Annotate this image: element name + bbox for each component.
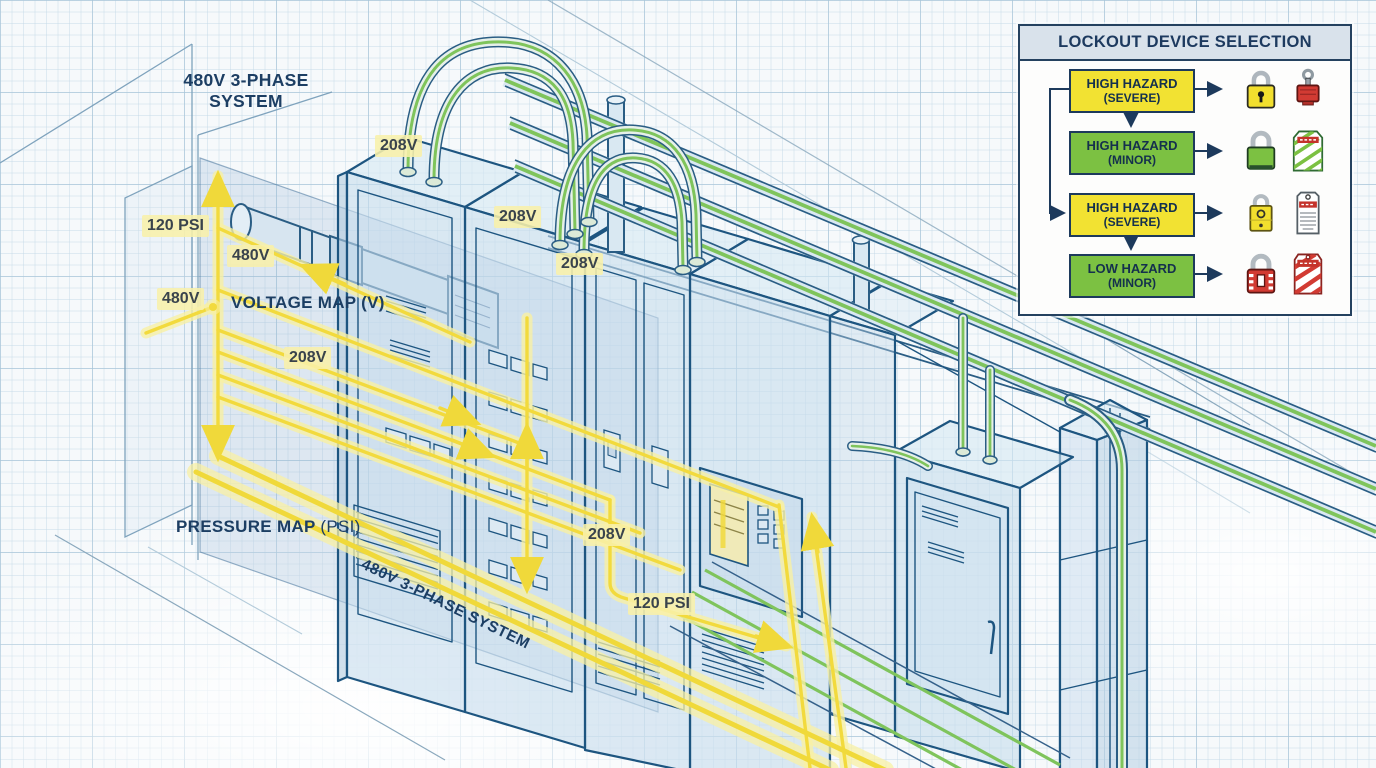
hazard-box-label: LOW HAZARD	[1087, 261, 1177, 276]
green-padlock-icon	[1246, 130, 1276, 170]
label-120psi-left: 120 PSI	[142, 215, 209, 237]
red-striped-tag-icon	[1293, 253, 1323, 295]
pressure-map-title: PRESSURE MAP (PSI)	[176, 517, 361, 537]
system-title-line2: SYSTEM	[209, 91, 283, 111]
label-208v-panel2-mid: 208V	[556, 253, 604, 275]
lockout-panel-body: HIGH HAZARD (SEVERE) HIGH HAZARD (MINOR)…	[1020, 61, 1350, 314]
hazard-box-sublabel: (MINOR)	[1108, 275, 1156, 290]
yellow-padlock-icon	[1246, 70, 1276, 109]
label-208v-panel1-top: 208V	[375, 135, 423, 157]
label-480v-lower: 480V	[157, 288, 205, 310]
label-208v-panel2-top: 208V	[494, 206, 542, 228]
hazard-box-label: HIGH HAZARD	[1086, 200, 1178, 215]
floor-cable-band	[669, 561, 1071, 768]
pressure-map-title-unit: (PSI)	[320, 517, 361, 536]
hazard-box-sublabel: (SEVERE)	[1103, 90, 1161, 105]
red-breaker-lockout-icon	[1296, 68, 1320, 106]
hazard-box-label: HIGH HAZARD	[1086, 138, 1178, 153]
label-208v-lower: 208V	[583, 524, 631, 546]
system-title-line1: 480V 3-PHASE	[183, 70, 309, 90]
cabinet-5	[893, 419, 1075, 768]
system-title: 480V 3-PHASE SYSTEM	[163, 70, 329, 112]
hazard-box-sublabel: (MINOR)	[1108, 152, 1156, 167]
yellow-energy-paths	[140, 169, 894, 768]
lockout-panel-title: LOCKOUT DEVICE SELECTION	[1020, 26, 1350, 61]
hazard-box-sublabel: (SEVERE)	[1103, 214, 1161, 229]
green-conduit-runs	[399, 36, 1376, 768]
label-480v-upper: 480V	[227, 245, 275, 267]
label-208v-plane: 208V	[284, 347, 332, 369]
label-120psi-lower: 120 PSI	[628, 593, 695, 615]
red-padlock-icon	[1246, 253, 1276, 294]
hazard-box-high-severe-2: HIGH HAZARD (SEVERE)	[1069, 193, 1195, 237]
hazard-box-high-severe-1: HIGH HAZARD (SEVERE)	[1069, 69, 1195, 113]
lockout-device-selection-panel: LOCKOUT DEVICE SELECTION HIGH HAZARD (SE…	[1018, 24, 1352, 316]
pressure-map-title-main: PRESSURE MAP	[176, 517, 316, 536]
white-danger-tag-icon	[1296, 191, 1320, 235]
drop-pipes	[847, 313, 1128, 768]
hazard-box-low-minor: LOW HAZARD (MINOR)	[1069, 254, 1195, 298]
yellow-combination-lock-icon	[1249, 194, 1273, 232]
hazard-box-high-minor: HIGH HAZARD (MINOR)	[1069, 131, 1195, 175]
voltage-map-title: VOLTAGE MAP (V)	[231, 293, 385, 312]
green-striped-tag-icon	[1292, 130, 1324, 172]
hazard-box-label: HIGH HAZARD	[1086, 76, 1178, 91]
conduit-arches	[399, 36, 706, 276]
